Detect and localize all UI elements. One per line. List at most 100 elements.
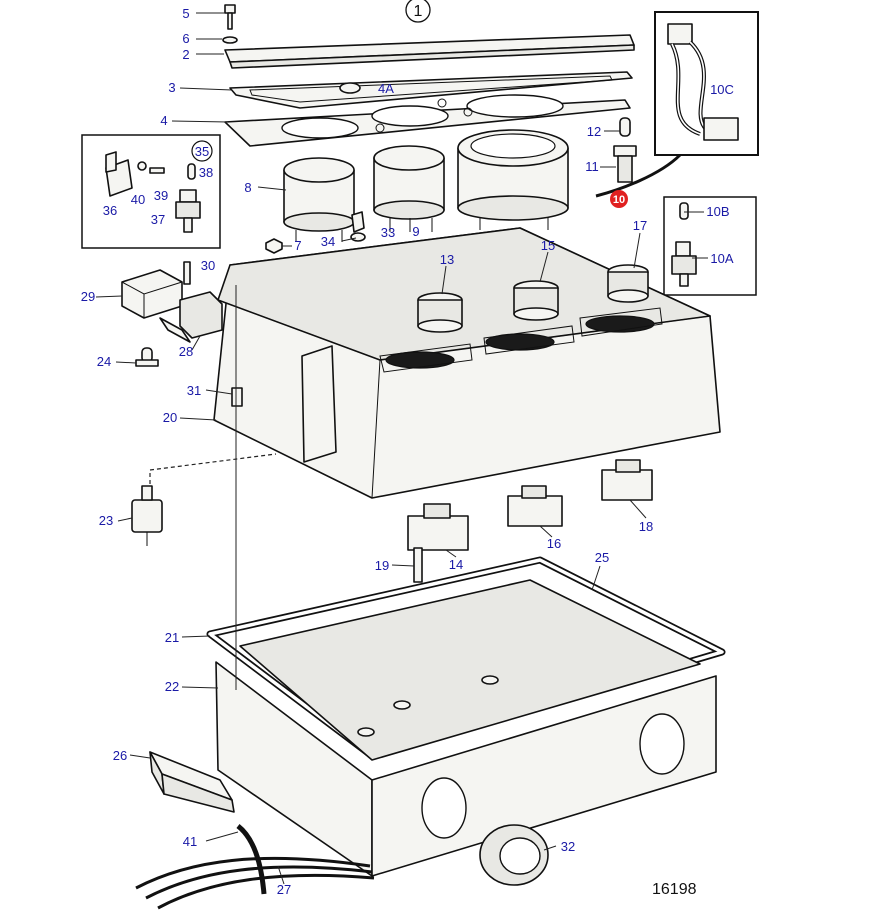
dashed-lead-23 — [149, 453, 277, 484]
label-part-12: 12 — [587, 124, 601, 139]
screw-part-39 — [149, 167, 165, 174]
inset-box-10C — [654, 11, 759, 156]
nut-part-34 — [350, 232, 366, 242]
label-part-29: 29 — [81, 289, 95, 304]
washer-part-40 — [137, 161, 147, 171]
socket-part-10A — [671, 241, 697, 287]
relay-holder-part-28 — [159, 291, 223, 343]
label-part-14: 14 — [449, 557, 463, 572]
wire-harness-part-10C — [667, 23, 739, 141]
nut-part-7 — [265, 238, 283, 254]
gasket-part-3 — [229, 71, 633, 109]
resistor-part-23 — [131, 485, 163, 546]
label-part-10: 10 — [613, 194, 625, 206]
label-part-10A: 10A — [710, 251, 733, 266]
label-part-34: 34 — [321, 234, 335, 249]
leader-lines — [95, 12, 708, 885]
label-part-41: 41 — [183, 834, 197, 849]
drawing-number: 16198 — [652, 881, 697, 898]
upper-housing-part-20 — [213, 227, 721, 499]
label-part-6: 6 — [182, 31, 189, 46]
label-part-38: 38 — [199, 165, 213, 180]
gauge-part-10 — [457, 129, 569, 230]
label-part-16: 16 — [547, 536, 561, 551]
switch-part-11 — [613, 145, 637, 183]
label-part-32: 32 — [561, 839, 575, 854]
label-part-35: 35 — [195, 144, 209, 159]
relay-part-29 — [121, 269, 183, 319]
switch-part-13 — [417, 292, 463, 333]
switch-part-15 — [513, 280, 559, 321]
bulb-part-38 — [187, 163, 196, 180]
switch-part-17 — [607, 264, 649, 303]
label-part-23: 23 — [99, 513, 113, 528]
label-part-21: 21 — [165, 630, 179, 645]
label-part-13: 13 — [440, 252, 454, 267]
label-part-9: 9 — [412, 224, 419, 239]
label-part-2: 2 — [182, 47, 189, 62]
terminal-block-part-18 — [601, 459, 653, 501]
gauge-part-9 — [373, 145, 445, 232]
washer-part-6 — [222, 36, 238, 44]
gasket-frame-part-21 — [206, 556, 726, 760]
label-part-30: 30 — [201, 258, 215, 273]
screw-part-19 — [413, 547, 423, 583]
label-part-27: 27 — [277, 882, 291, 897]
label-part-39: 39 — [154, 188, 168, 203]
inset-number-circle — [191, 140, 213, 162]
cover-lid-part-2 — [224, 34, 635, 69]
cable-tie-part-41 — [236, 824, 267, 895]
label-part-24: 24 — [97, 354, 111, 369]
terminal-block-part-14 — [407, 503, 469, 551]
panel-plate-part-4 — [224, 94, 631, 147]
label-part-40: 40 — [131, 192, 145, 207]
lamp-part-24 — [135, 347, 159, 367]
label-part-31: 31 — [187, 383, 201, 398]
label-part-26: 26 — [113, 748, 127, 763]
label-part-4: 4 — [160, 113, 167, 128]
label-part-3: 3 — [168, 80, 175, 95]
label-part-19: 19 — [375, 558, 389, 573]
bulb-part-10B — [679, 202, 689, 220]
view-number: 1 — [414, 3, 423, 20]
label-part-20: 20 — [163, 410, 177, 425]
highlight-marker-10 — [610, 190, 628, 208]
socket-part-37 — [175, 189, 201, 233]
label-part-37: 37 — [151, 212, 165, 227]
view-number-circle — [405, 0, 431, 23]
label-part-5: 5 — [182, 6, 189, 21]
label-part-4A: 4A — [378, 81, 394, 96]
screw-part-31 — [231, 387, 243, 407]
cable-part-27 — [135, 856, 375, 910]
label-part-18: 18 — [639, 519, 653, 534]
label-part-25: 25 — [595, 550, 609, 565]
label-part-28: 28 — [179, 344, 193, 359]
gauge-part-8 — [283, 157, 355, 242]
label-part-36: 36 — [103, 203, 117, 218]
label-part-15: 15 — [541, 238, 555, 253]
terminal-strip-part-26 — [149, 751, 235, 813]
plug-part-4A — [339, 82, 361, 94]
inset-box-10AB — [663, 196, 757, 296]
label-part-22: 22 — [165, 679, 179, 694]
clamp-part-33 — [351, 211, 365, 233]
label-part-10B: 10B — [706, 204, 729, 219]
screw-part-30 — [183, 261, 191, 285]
bracket-part-36 — [105, 151, 133, 197]
label-part-7: 7 — [294, 238, 301, 253]
screw-part-5 — [224, 4, 236, 30]
label-part-33: 33 — [381, 225, 395, 240]
lower-box-part-22 — [215, 579, 717, 877]
label-part-8: 8 — [244, 180, 251, 195]
callout-arrow-10C — [595, 153, 682, 198]
inset-box-left — [81, 134, 221, 249]
label-part-17: 17 — [633, 218, 647, 233]
grommet-part-32 — [479, 824, 549, 886]
terminal-block-part-16 — [507, 485, 563, 527]
label-part-10C: 10C — [710, 82, 734, 97]
label-part-11: 11 — [585, 159, 599, 174]
bulb-part-12 — [619, 117, 631, 137]
